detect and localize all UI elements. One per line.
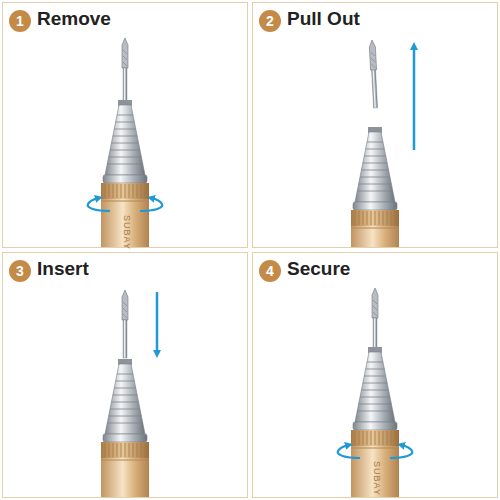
remove-step-figure	[88, 38, 163, 247]
step-number-badge: 4	[259, 260, 281, 282]
drill-bit	[122, 290, 128, 358]
rotate-arrow	[88, 198, 110, 211]
drill-bit	[369, 40, 379, 108]
step-panel: Remove 1	[2, 2, 248, 248]
step-title: Pull Out	[287, 8, 360, 31]
rotate-arrow	[390, 445, 412, 458]
rotate-arrow	[140, 198, 162, 211]
handpiece	[101, 100, 149, 247]
down-arrow	[156, 292, 159, 354]
step-number: 4	[266, 264, 274, 278]
handpiece	[351, 347, 399, 497]
step-title: Remove	[37, 8, 111, 31]
brand-name: SUBAY	[372, 461, 381, 496]
step-title: Insert	[37, 258, 89, 281]
drill-bit	[122, 38, 128, 106]
step-number-badge: 2	[259, 10, 281, 32]
secure-step-figure	[338, 288, 413, 497]
handpiece	[101, 359, 149, 497]
insert-step-figure	[101, 290, 157, 497]
step-title: Secure	[287, 258, 350, 281]
step-number: 1	[16, 14, 24, 28]
brand-name: SUBAY	[122, 215, 131, 250]
handpiece	[351, 127, 399, 247]
pull-out-step-figure	[351, 40, 414, 247]
step-number-badge: 3	[9, 260, 31, 282]
step-panel: Pull Out 2	[252, 2, 498, 248]
step-number: 3	[16, 264, 24, 278]
step-number: 2	[266, 14, 274, 28]
drill-bit	[372, 288, 378, 356]
rotate-arrow	[338, 445, 360, 458]
up-arrow	[413, 46, 416, 150]
step-number-badge: 1	[9, 10, 31, 32]
step-panel: Insert 3	[2, 252, 248, 498]
